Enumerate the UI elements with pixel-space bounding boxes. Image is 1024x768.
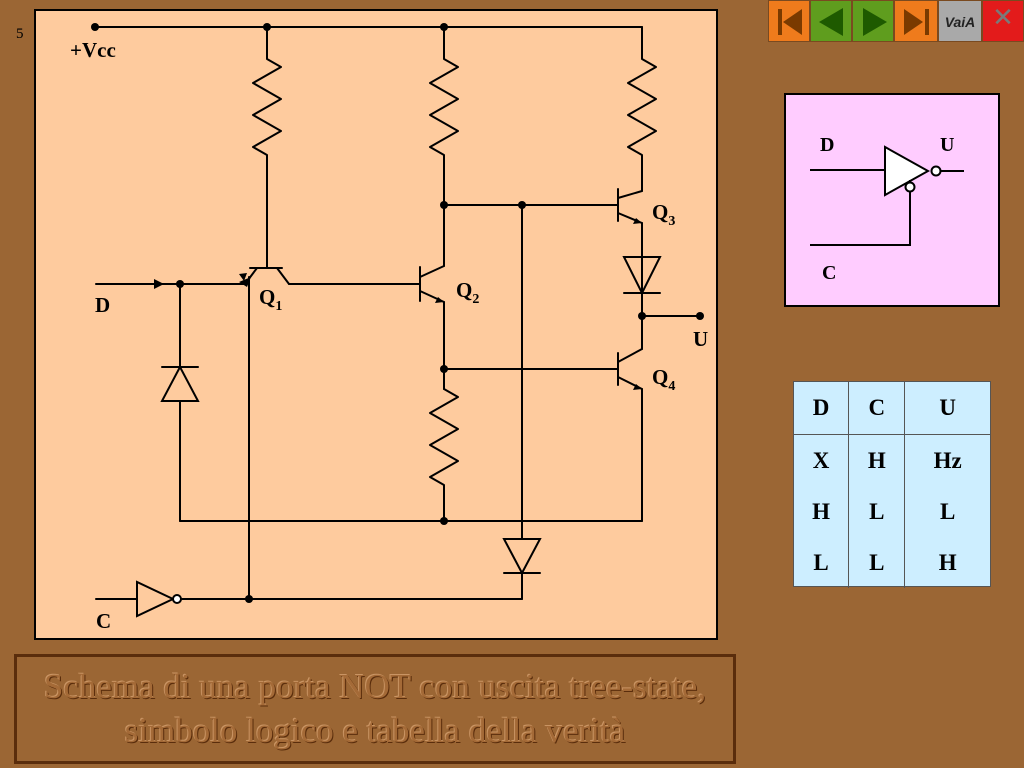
next-slide-button[interactable] xyxy=(852,0,894,42)
first-slide-button[interactable] xyxy=(768,0,810,42)
q2-label: Q2 xyxy=(456,278,479,307)
close-button[interactable]: ✕ xyxy=(982,0,1024,42)
caption-box: Schema di una porta NOT con uscita tree-… xyxy=(14,654,736,764)
previous-slide-button[interactable] xyxy=(810,0,852,42)
symbol-c-label: C xyxy=(822,262,836,284)
resistor-r4 xyxy=(429,368,459,522)
first-slide-icon xyxy=(778,9,802,35)
previous-slide-icon xyxy=(819,8,843,36)
input-d-label: D xyxy=(95,293,110,317)
resistor-r2 xyxy=(429,26,459,267)
input-c-label: C xyxy=(96,609,111,633)
vcc-label: +Vcc xyxy=(70,38,116,62)
cell-c: L xyxy=(848,537,906,588)
cell-d: H xyxy=(812,498,831,524)
truth-table-panel: D C U X H Hz H L L L L H xyxy=(793,381,991,588)
logic-symbol-panel: D U C xyxy=(784,93,1000,307)
slide-navigation: VaiA ✕ xyxy=(768,0,1024,44)
cell-d: L xyxy=(813,549,829,575)
next-slide-icon xyxy=(863,8,887,36)
q4-label: Q4 xyxy=(652,365,675,394)
cell-u: H xyxy=(938,549,957,575)
output-u-label: U xyxy=(693,327,708,351)
resistor-r3 xyxy=(627,26,657,192)
cell-c: L xyxy=(848,486,906,537)
truth-table-header: D C U xyxy=(794,382,990,435)
header-d: D xyxy=(794,382,849,435)
header-u: U xyxy=(904,382,990,435)
slide-number: 5 xyxy=(16,26,24,42)
slide-caption: Schema di una porta NOT con uscita tree-… xyxy=(43,667,707,750)
cell-d: X xyxy=(812,447,830,473)
symbol-u-label: U xyxy=(940,134,954,156)
diode-input-clamp xyxy=(160,364,200,402)
cell-u: L xyxy=(940,498,956,524)
table-row: L L H xyxy=(794,537,990,588)
circuit-schematic: +Vcc D C U Q1 Q2 Q3 Q4 xyxy=(70,23,708,633)
close-icon: ✕ xyxy=(992,3,1014,33)
tri-state-inverter-symbol: D U C xyxy=(810,134,964,284)
circuit-diagram: +Vcc D C U Q1 Q2 Q3 Q4 xyxy=(34,9,718,640)
table-row: X H Hz xyxy=(794,434,990,486)
diode-d3 xyxy=(622,256,662,296)
cell-u: Hz xyxy=(933,447,962,473)
q1-label: Q1 xyxy=(259,285,282,314)
symbol-d-label: D xyxy=(820,134,834,156)
q3-label: Q3 xyxy=(652,200,675,229)
cell-c: H xyxy=(848,434,906,486)
truth-table: D C U X H Hz H L L L L H xyxy=(794,382,990,588)
table-row: H L L xyxy=(794,486,990,537)
last-slide-button[interactable] xyxy=(894,0,938,42)
resistor-r1 xyxy=(252,26,282,260)
last-slide-icon xyxy=(904,9,929,35)
diode-enable xyxy=(502,538,542,576)
inverter-c xyxy=(136,580,176,618)
header-c: C xyxy=(848,382,906,435)
goto-button[interactable]: VaiA xyxy=(938,0,982,42)
